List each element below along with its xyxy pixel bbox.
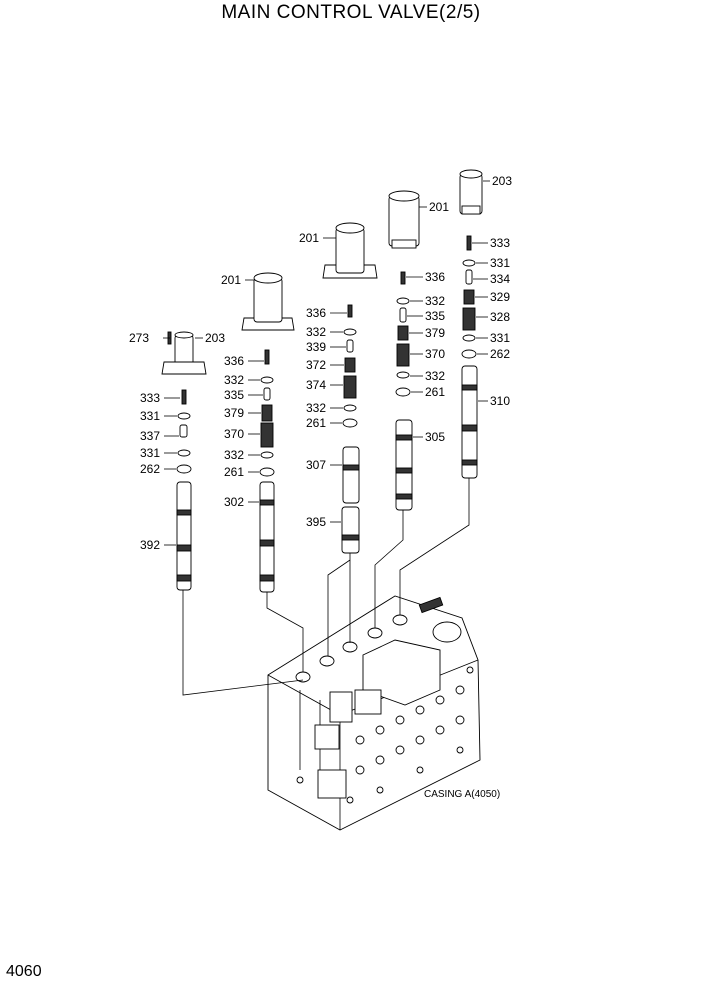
callout-label: 329 [490,290,510,304]
callout-label: 374 [306,378,326,392]
callout-label: 201 [429,200,449,214]
callout-label: 336 [306,306,326,320]
callout-label: 262 [490,347,510,361]
callout-leaders [163,180,490,546]
callout-label: 333 [140,391,160,405]
callout-label: 262 [140,462,160,476]
callout-label: 336 [224,354,244,368]
callout-label: 339 [306,340,326,354]
callout-label: 332 [224,373,244,387]
casing-label: CASING A(4050) [424,789,501,800]
callout-label: 203 [492,174,512,188]
column-3-parts [322,222,378,554]
callout-label: 305 [425,430,445,444]
callout-label: 336 [425,270,445,284]
callout-label: 332 [306,325,326,339]
column-5-parts [459,169,483,479]
callout-label: 372 [306,358,326,372]
callout-label: 334 [490,272,510,286]
valve-casing [267,595,481,831]
callout-label: 335 [224,388,244,402]
callout-label: 302 [224,495,244,509]
callout-label: 261 [224,465,244,479]
callout-label: 395 [306,515,326,529]
column-2-parts [241,272,295,593]
callout-label: 307 [306,458,326,472]
centre-lines [182,478,470,696]
callout-label: 273 [129,331,149,345]
callout-label: 201 [221,273,241,287]
callout-label: 261 [425,385,445,399]
callout-labels: 273 203 333 331 337 331 262 392 201 336 … [129,174,512,552]
callout-label: 337 [140,429,160,443]
callout-label: 332 [306,401,326,415]
callout-label: 332 [425,369,445,383]
callout-label: 328 [490,310,510,324]
column-1-parts [161,331,207,591]
callout-label: 332 [425,294,445,308]
page-title: MAIN CONTROL VALVE(2/5) [221,2,481,23]
callout-label: 331 [490,256,510,270]
callout-label: 379 [224,406,244,420]
callout-label: 335 [425,309,445,323]
callout-label: 370 [425,347,445,361]
page-number: 4060 [6,963,42,980]
callout-label: 332 [224,448,244,462]
callout-label: 331 [490,331,510,345]
callout-label: 379 [425,326,445,340]
callout-label: 203 [205,331,225,345]
callout-label: 310 [490,394,510,408]
callout-label: 331 [140,409,160,423]
callout-label: 201 [299,231,319,245]
callout-label: 331 [140,446,160,460]
column-4-parts [388,190,420,511]
callout-label: 370 [224,427,244,441]
callout-label: 261 [306,416,326,430]
callout-label: 333 [490,236,510,250]
callout-label: 392 [140,538,160,552]
